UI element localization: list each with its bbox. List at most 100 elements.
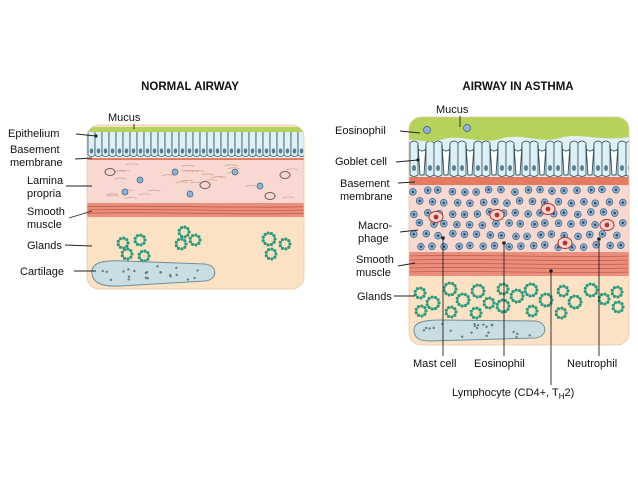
- epithelial-nucleus: [572, 165, 576, 171]
- lamina-fiber: [213, 176, 226, 178]
- lamina-fiber: [148, 189, 161, 192]
- epithelial-cell: [433, 140, 443, 177]
- inflammatory-cell-nucleus: [426, 211, 430, 215]
- gland-cell: [460, 292, 464, 296]
- gland-cell: [514, 288, 518, 292]
- gland-cell: [147, 254, 151, 258]
- gland-cell: [270, 247, 274, 251]
- gland-cell: [478, 314, 482, 318]
- gland-cell: [613, 309, 618, 313]
- gland-cell: [415, 295, 420, 299]
- gland-cell: [621, 305, 625, 309]
- gland-cell: [187, 230, 191, 234]
- gland-cell: [475, 306, 479, 310]
- lamina-fiber: [202, 173, 215, 176]
- epithelial-nucleus: [271, 148, 276, 154]
- gland-cell: [471, 307, 476, 311]
- epithelial-nucleus: [138, 148, 143, 154]
- goblet-cell: [537, 144, 547, 176]
- gland-cell: [496, 289, 500, 293]
- gland-cell: [525, 283, 529, 288]
- inflammatory-cell-nucleus: [474, 190, 478, 194]
- gland-cell: [525, 307, 529, 311]
- lamina-fiber: [190, 181, 203, 184]
- gland-cell: [556, 291, 560, 295]
- asthma-leader-basement: [397, 181, 416, 184]
- gland-cell: [457, 302, 461, 307]
- gland-cell: [472, 293, 476, 298]
- gland-cell: [269, 231, 274, 236]
- inflammatory-cell-nucleus: [562, 234, 566, 237]
- asthma-label-lymphocyte-main: Lymphocyte (CD4+, T: [452, 387, 559, 399]
- gland-cell: [118, 245, 123, 249]
- gland-cell: [565, 292, 569, 296]
- gland-cell: [423, 312, 427, 316]
- gland: [174, 237, 188, 251]
- inflammatory-cell-nucleus: [533, 222, 536, 226]
- epithelial-nucleus: [257, 148, 262, 154]
- gland-cell: [531, 304, 535, 308]
- gland-cell: [620, 308, 624, 312]
- gland-cell: [572, 294, 576, 298]
- gland-cell: [419, 296, 423, 300]
- epithelial-nucleus: [508, 165, 512, 171]
- normal-label-lamina-1: Lamina: [27, 175, 64, 187]
- gland-cell: [617, 300, 621, 304]
- inflammatory-cell-nucleus: [570, 245, 574, 249]
- inflammatory-cell-nucleus: [476, 212, 479, 216]
- gland-cell: [177, 228, 181, 232]
- epithelial-nucleus: [243, 148, 248, 154]
- inflammatory-cell-nucleus: [418, 221, 421, 224]
- inflammatory-cell-nucleus: [570, 201, 573, 205]
- gland-cell: [540, 293, 544, 298]
- gland-cell: [607, 297, 611, 301]
- gland-cell: [139, 243, 143, 247]
- gland-cell: [562, 284, 566, 288]
- gland-cell: [287, 245, 291, 249]
- lamina-fiber: [245, 185, 258, 187]
- gland-cell: [453, 284, 457, 288]
- gland-cell: [188, 236, 192, 240]
- inflammatory-cell-nucleus: [569, 222, 573, 226]
- asthma-label-goblet: Goblet cell: [335, 156, 387, 168]
- gland-cell: [453, 313, 457, 317]
- normal-label-basement-1: Basement: [10, 144, 60, 156]
- gland-cell: [139, 233, 143, 237]
- inflammatory-cell-nucleus: [451, 232, 455, 235]
- lamina-fiber: [181, 170, 194, 172]
- gland-cell: [543, 292, 547, 296]
- gland-cell: [126, 257, 130, 261]
- gland-cell: [599, 301, 604, 305]
- inflammatory-cell-nucleus: [475, 232, 478, 236]
- asthma-airway-panel: AIRWAY IN ASTHMA Mucus Eosinophil Goblet…: [335, 81, 630, 401]
- inflammatory-cell-nucleus: [557, 200, 560, 203]
- asthma-epithelium-layer: [409, 135, 629, 177]
- gland-cell: [507, 304, 511, 308]
- epithelial-nucleus: [110, 148, 115, 154]
- gland-cell: [534, 291, 538, 295]
- asthma-label-mucus: Mucus: [436, 104, 469, 116]
- gland-cell: [463, 303, 468, 308]
- asthma-muscle-fibers: [409, 255, 629, 273]
- inflammatory-cell-nucleus: [562, 211, 566, 214]
- normal-leader-smooth-muscle: [68, 210, 93, 219]
- normal-mucus-layer: [87, 127, 304, 132]
- gland-cell: [575, 305, 580, 310]
- epithelial-nucleus: [500, 165, 504, 171]
- lamina-fiber: [224, 164, 237, 167]
- epithelial-nucleus: [596, 165, 600, 171]
- gland-cell: [619, 293, 623, 297]
- gland-cell: [135, 234, 140, 238]
- gland-cell: [197, 241, 201, 245]
- inflammatory-cell-nucleus: [601, 232, 604, 236]
- asthma-label-neutrophil: Neutrophil: [567, 358, 617, 370]
- gland-cell: [274, 252, 278, 256]
- gland-cell: [453, 307, 457, 311]
- gland-cell: [129, 255, 133, 259]
- muscle-fiber: [409, 267, 629, 269]
- epithelial-cell: [473, 140, 483, 177]
- gland-cell: [563, 308, 567, 312]
- inflammatory-cell-nucleus: [494, 222, 498, 225]
- gland-cell: [455, 300, 459, 304]
- gland-cell: [613, 301, 618, 305]
